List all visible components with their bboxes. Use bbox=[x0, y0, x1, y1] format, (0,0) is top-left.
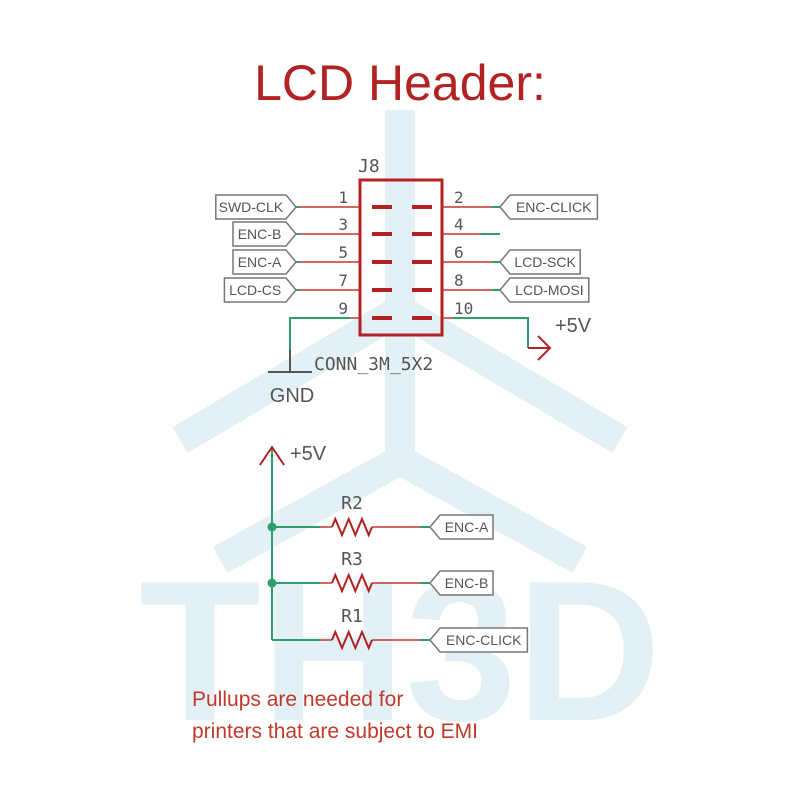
net-label-lcd-cs-text: LCD-CS bbox=[229, 282, 281, 298]
net-label-enc-b-text: ENC-B bbox=[238, 226, 282, 242]
connector-part: CONN_3M_5X2 bbox=[314, 354, 433, 375]
net-label-lcd-cs-box bbox=[223, 277, 297, 303]
gnd-label: GND bbox=[270, 385, 314, 407]
th3d-watermark-logo bbox=[172, 110, 628, 574]
pin-number-9: 9 bbox=[338, 299, 348, 318]
resistor-r3-ref: R3 bbox=[341, 549, 363, 570]
pin-number-3: 3 bbox=[338, 215, 348, 234]
vcc-label-top: +5V bbox=[555, 315, 592, 337]
net-label-enc-a-text: ENC-A bbox=[238, 254, 282, 270]
pin-number-4: 4 bbox=[454, 215, 464, 234]
net-label-enc-b-box bbox=[232, 221, 297, 247]
connector-ref: J8 bbox=[358, 156, 380, 177]
pullup-net-label-enc-a-text: ENC-A bbox=[445, 519, 489, 535]
net-label-lcd-sck-box bbox=[499, 249, 581, 275]
gnd-symbol bbox=[268, 317, 350, 373]
page-title: LCD Header: bbox=[254, 55, 546, 111]
pullup-net-label-enc-a-box bbox=[429, 514, 494, 540]
watermark-text: TH3D bbox=[139, 540, 661, 763]
pullup-net-label-enc-click-box bbox=[429, 627, 529, 653]
pin-number-2: 2 bbox=[454, 188, 464, 207]
pin-number-8: 8 bbox=[454, 271, 464, 290]
net-label-enc-click-box bbox=[499, 194, 599, 220]
vcc-arrow-symbol bbox=[452, 317, 552, 361]
resistor-r3-zigzag bbox=[331, 572, 373, 594]
net-label-enc-a-box bbox=[232, 249, 297, 275]
resistor-r1-ref: R1 bbox=[341, 606, 363, 627]
net-label-lcd-mosi-text: LCD-MOSI bbox=[515, 282, 583, 298]
note-line-2: printers that are subject to EMI bbox=[192, 720, 478, 743]
pullup-net-label-enc-b-text: ENC-B bbox=[445, 575, 489, 591]
resistor-r2-zigzag bbox=[331, 516, 373, 538]
net-label-lcd-mosi-box bbox=[499, 277, 590, 303]
resistor-r1-zigzag bbox=[331, 629, 373, 651]
pullup-vcc-symbol bbox=[259, 445, 285, 640]
pin-number-10: 10 bbox=[454, 299, 473, 318]
note-line-1: Pullups are needed for bbox=[192, 688, 403, 711]
pin-number-7: 7 bbox=[338, 271, 348, 290]
resistor-r2-ref: R2 bbox=[341, 493, 363, 514]
pin-number-5: 5 bbox=[338, 243, 348, 262]
pin-number-1: 1 bbox=[338, 188, 348, 207]
pullup-net-label-enc-click-text: ENC-CLICK bbox=[446, 632, 522, 648]
connector-body bbox=[358, 178, 444, 337]
net-label-lcd-sck-text: LCD-SCK bbox=[514, 254, 576, 270]
net-label-swd-clk-box bbox=[215, 194, 297, 220]
pullup-vcc-label: +5V bbox=[290, 443, 327, 465]
net-label-swd-clk-text: SWD-CLK bbox=[219, 199, 284, 215]
net-label-enc-click-text: ENC-CLICK bbox=[516, 199, 592, 215]
pullup-net-label-enc-b-box bbox=[429, 570, 494, 596]
pin-number-6: 6 bbox=[454, 243, 464, 262]
